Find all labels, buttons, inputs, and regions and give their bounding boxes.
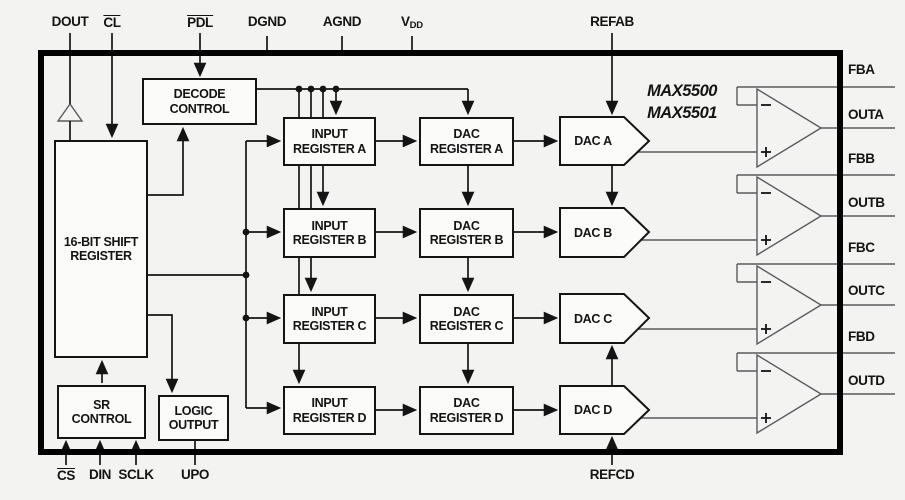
pin-label-sclk: SCLK [118,467,154,482]
dac-pentagons [559,116,651,435]
input-register-d-block: INPUT REGISTER D [283,386,376,435]
junction-dots [242,85,340,322]
pin-label-dout: DOUT [51,14,89,29]
pin-label-pdl: PDL [187,15,213,31]
dac-register-c-block: DAC REGISTER C [419,294,514,344]
pin-label-upo: UPO [180,467,210,482]
dac-c-label: DAC C [573,311,613,326]
input-register-a-block: INPUT REGISTER A [283,117,376,166]
dac-a-label: DAC A [574,134,612,148]
dac-register-a-block: DAC REGISTER A [419,117,514,166]
pin-label-outb: OUTB [848,195,885,210]
pin-label-fba: FBA [848,62,875,77]
pin-label-din: DIN [88,467,112,482]
op-amp-a-icon [630,86,895,169]
shift-register-block: 16-BIT SHIFT REGISTER [54,140,148,358]
dac-register-b-block: DAC REGISTER B [419,208,514,258]
pin-label-vdd: VDD [401,14,424,31]
pin-label-dgnd: DGND [247,14,287,29]
part-numbers: MAX5500 MAX5501 [632,81,732,125]
dac-register-d-block: DAC REGISTER D [419,386,514,435]
cl-overline-text: CL [103,15,121,30]
vdd-base-text: V [401,14,410,29]
analog-gray-layer [56,86,895,435]
pdl-overline-text: PDL [187,15,213,30]
input-register-c-block: INPUT REGISTER C [283,294,376,344]
dac-b-label: DAC B [573,225,613,240]
pin-label-agnd: AGND [322,14,362,29]
pin-label-fbb: FBB [848,151,875,166]
part-number-1: MAX5500 [647,82,717,100]
op-amp-d-icon [630,352,895,435]
dac-c-shape [559,293,651,344]
opamp-input-signs [761,104,771,423]
pin-label-outc: OUTC [848,283,885,298]
part-number-2: MAX5501 [647,103,717,122]
op-amp-b-icon [630,174,895,257]
op-amp-c-icon [630,263,895,346]
cs-overline-text: CS [57,468,75,483]
logic-output-block: LOGIC OUTPUT [158,395,229,441]
vdd-sub-text: DD [409,20,424,31]
pin-label-refab: REFAB [590,14,634,29]
pin-label-fbd: FBD [848,329,875,344]
dout-buffer-icon [56,102,84,122]
pin-label-cl: CL [103,15,121,31]
pin-label-fbc: FBC [848,240,875,255]
dac-b-shape [559,207,651,258]
dac-d-label: DAC D [573,403,613,417]
decode-control-block: DECODE CONTROL [142,78,257,125]
dac-a-shape [559,116,651,166]
input-register-b-block: INPUT REGISTER B [283,208,376,258]
pin-label-refcd: REFCD [589,467,635,482]
sr-control-block: SR CONTROL [57,385,146,439]
pin-label-outa: OUTA [848,107,884,122]
pin-label-outd: OUTD [848,373,885,388]
dac-d-shape [559,385,651,435]
chip-outline [38,50,843,455]
pin-label-cs: CS [57,468,75,484]
